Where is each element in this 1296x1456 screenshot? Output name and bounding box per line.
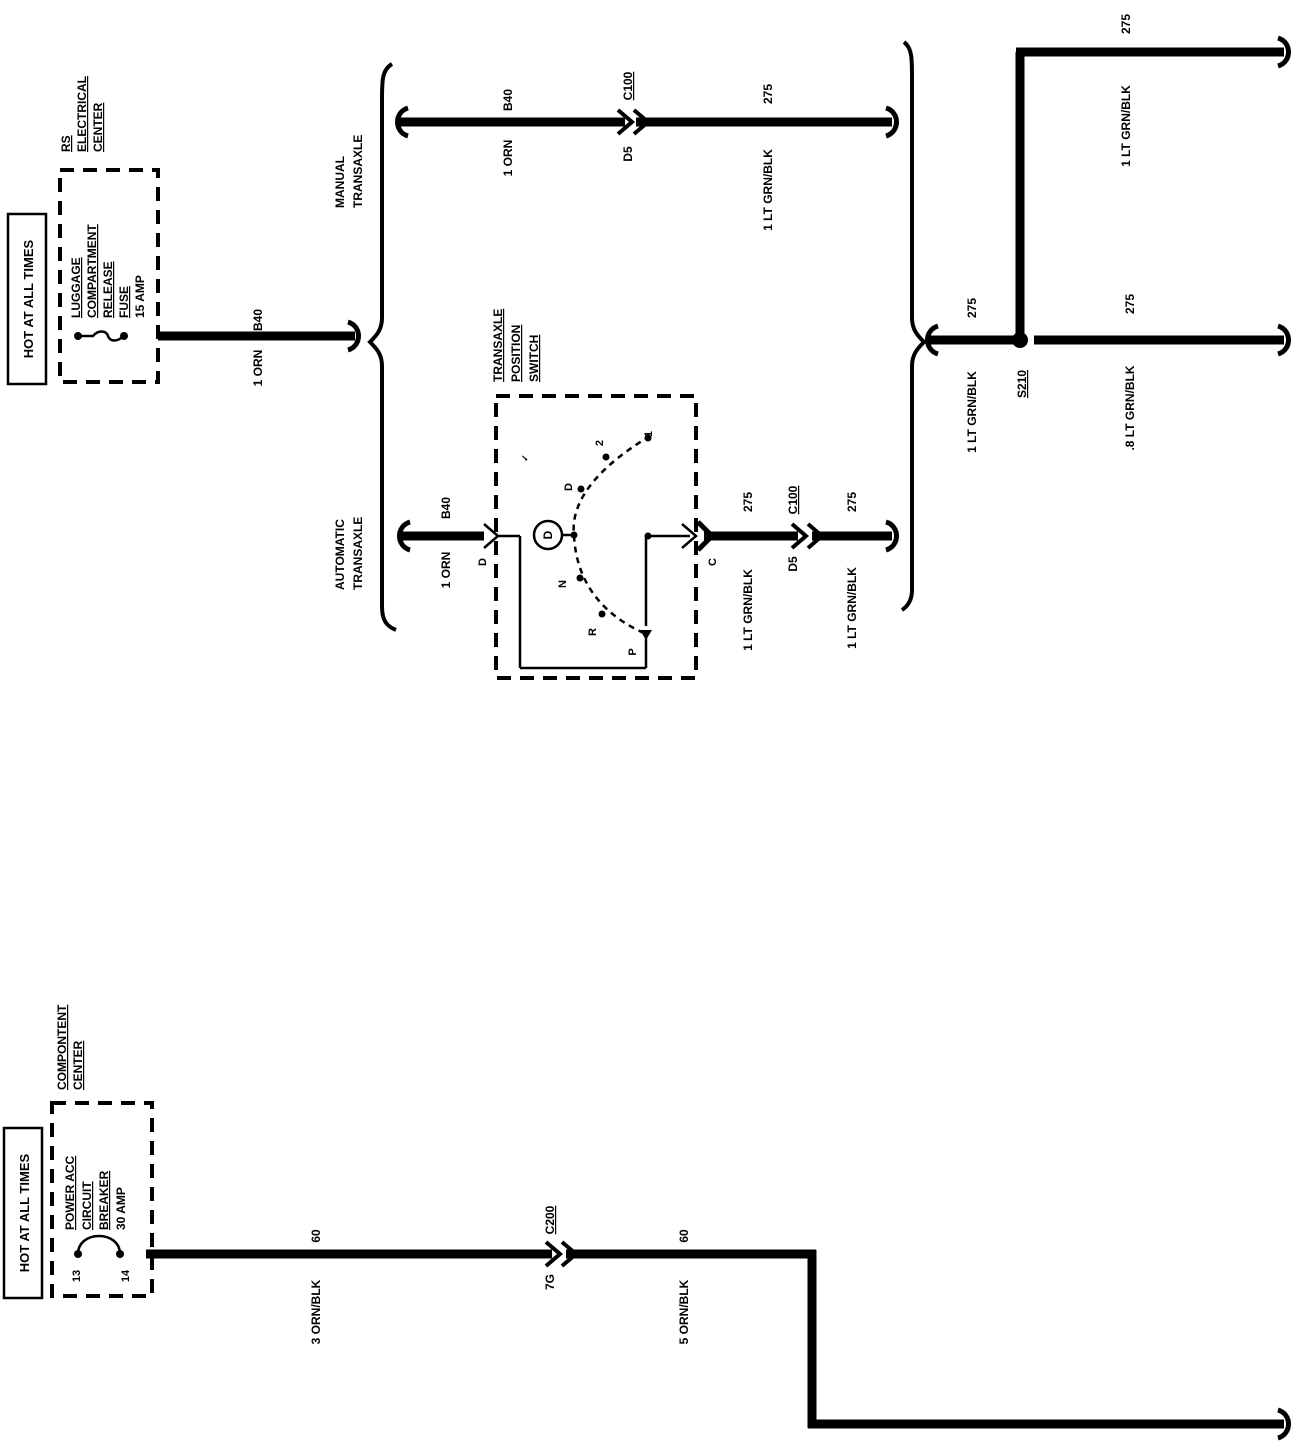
manual-transaxle-label: MANUAL TRANSAXLE	[333, 135, 365, 208]
splice-lower-wire-ltgrn: .8 LT GRN/BLK	[1123, 365, 1137, 450]
switch-pos-2: 2	[594, 440, 606, 446]
automatic-right-row	[696, 519, 899, 553]
svg-text:COMPARTMENT: COMPARTMENT	[85, 224, 99, 318]
svg-text:RS: RS	[59, 135, 73, 152]
svg-text:FUSE: FUSE	[117, 286, 131, 318]
splice-s210-wires	[925, 35, 1291, 357]
connector-c200: C200	[543, 1205, 557, 1234]
svg-text:AUTOMATIC: AUTOMATIC	[333, 519, 347, 590]
transaxle-position-switch-title: TRANSAXLE POSITION SWITCH	[491, 309, 541, 382]
terminal-14: 14	[120, 1269, 132, 1282]
auto-circuit-b40: B40	[439, 497, 453, 519]
bottom-wire-3orn: 3 ORN/BLK	[309, 1279, 323, 1344]
svg-text:COMPONTENT: COMPONTENT	[55, 1004, 69, 1090]
svg-text:SWITCH: SWITCH	[527, 335, 541, 382]
bottom-circuit-60-b: 60	[677, 1229, 691, 1243]
manual-wire-ltgrn: 1 LT GRN/BLK	[761, 149, 775, 231]
terminal-13: 13	[71, 1270, 83, 1282]
splice-upper-circuit-275: 275	[1119, 14, 1133, 34]
svg-text:CENTER: CENTER	[91, 102, 105, 152]
switch-pin-d: D	[477, 558, 489, 566]
switch-internals	[483, 434, 698, 670]
svg-text:TRANSAXLE: TRANSAXLE	[351, 135, 365, 208]
automatic-transaxle-label: AUTOMATIC TRANSAXLE	[333, 517, 365, 590]
switch-pos-n: N	[557, 580, 569, 588]
svg-text:POWER ACC: POWER ACC	[63, 1155, 77, 1230]
svg-text:TRANSAXLE: TRANSAXLE	[491, 309, 505, 382]
splice-lower-circuit-275: 275	[1123, 294, 1137, 314]
svg-text:POSITION: POSITION	[509, 325, 523, 382]
svg-text:BREAKER: BREAKER	[97, 1170, 111, 1230]
auto-connector-c100: C100	[786, 485, 800, 514]
wire-end-feed	[346, 319, 361, 353]
switch-small-mark: ✓	[520, 454, 530, 462]
circuit-b40-feed: B40	[251, 309, 265, 331]
switch-pos-p: P	[627, 648, 639, 655]
bottom-circuit-60-a: 60	[309, 1229, 323, 1243]
breaker-label: POWER ACC CIRCUIT BREAKER 30 AMP	[63, 1155, 128, 1230]
switch-wiper-d: D	[541, 530, 555, 539]
splice-upper-wire-ltgrn: 1 LT GRN/BLK	[1119, 85, 1133, 167]
bottom-wires	[146, 1240, 1291, 1441]
fuse-label: LUGGAGE COMPARTMENT RELEASE FUSE 15 AMP	[69, 224, 147, 318]
left-brace	[367, 62, 397, 632]
hot-label-top: HOT AT ALL TIMES	[21, 239, 36, 358]
svg-text:CENTER: CENTER	[71, 1040, 85, 1090]
wire-1orn-feed: 1 ORN	[251, 350, 265, 387]
splice-in-wire-ltgrn: 1 LT GRN/BLK	[965, 371, 979, 453]
switch-pin-c: C	[707, 558, 719, 566]
automatic-left-row	[397, 519, 484, 553]
auto-after-wire-ltgrn: 1 LT GRN/BLK	[845, 567, 859, 649]
auto-pin-d5: D5	[786, 556, 800, 572]
switch-pos-r: R	[587, 628, 599, 636]
hot-label-bottom: HOT AT ALL TIMES	[17, 1153, 32, 1272]
fuse-dashed-box	[58, 168, 160, 384]
pin-7g: 7G	[543, 1274, 557, 1290]
hot-at-all-times-box-bottom: HOT AT ALL TIMES	[2, 1126, 44, 1300]
right-brace	[900, 40, 927, 612]
auto-wire-1orn: 1 ORN	[439, 552, 453, 589]
manual-row	[395, 105, 899, 139]
switch-dashed-box	[494, 394, 698, 680]
svg-text:15 AMP: 15 AMP	[133, 275, 147, 318]
manual-connector-c100: C100	[621, 71, 635, 100]
hot-at-all-times-box-top: HOT AT ALL TIMES	[6, 212, 48, 386]
manual-wire-1orn: 1 ORN	[501, 140, 515, 177]
svg-text:MANUAL: MANUAL	[333, 156, 347, 208]
component-center-title: COMPONTENT CENTER	[55, 1004, 85, 1090]
svg-text:LUGGAGE: LUGGAGE	[69, 257, 83, 318]
switch-pos-d: D	[563, 483, 575, 491]
switch-pos-1: 1	[643, 431, 655, 437]
bottom-wire-5orn: 5 ORN/BLK	[677, 1279, 691, 1344]
splice-id-s210: S210	[1015, 370, 1029, 398]
circuit-breaker-symbol	[74, 1234, 124, 1258]
manual-pin-d5: D5	[621, 146, 635, 162]
splice-in-circuit-275: 275	[965, 298, 979, 318]
manual-circuit-b40: B40	[501, 89, 515, 111]
manual-circuit-275: 275	[761, 84, 775, 104]
breaker-dashed-box	[50, 1101, 154, 1298]
svg-text:30 AMP: 30 AMP	[114, 1187, 128, 1230]
svg-text:TRANSAXLE: TRANSAXLE	[351, 517, 365, 590]
svg-text:CIRCUIT: CIRCUIT	[80, 1181, 94, 1230]
auto-out-circuit-275: 275	[741, 492, 755, 512]
auto-out-wire-ltgrn: 1 LT GRN/BLK	[741, 569, 755, 651]
svg-text:RELEASE: RELEASE	[101, 261, 115, 318]
fuse-symbol	[74, 330, 128, 342]
rs-electrical-center-title: RS ELECTRICAL CENTER	[59, 76, 105, 152]
auto-after-circuit-275: 275	[845, 492, 859, 512]
svg-text:ELECTRICAL: ELECTRICAL	[75, 76, 89, 152]
